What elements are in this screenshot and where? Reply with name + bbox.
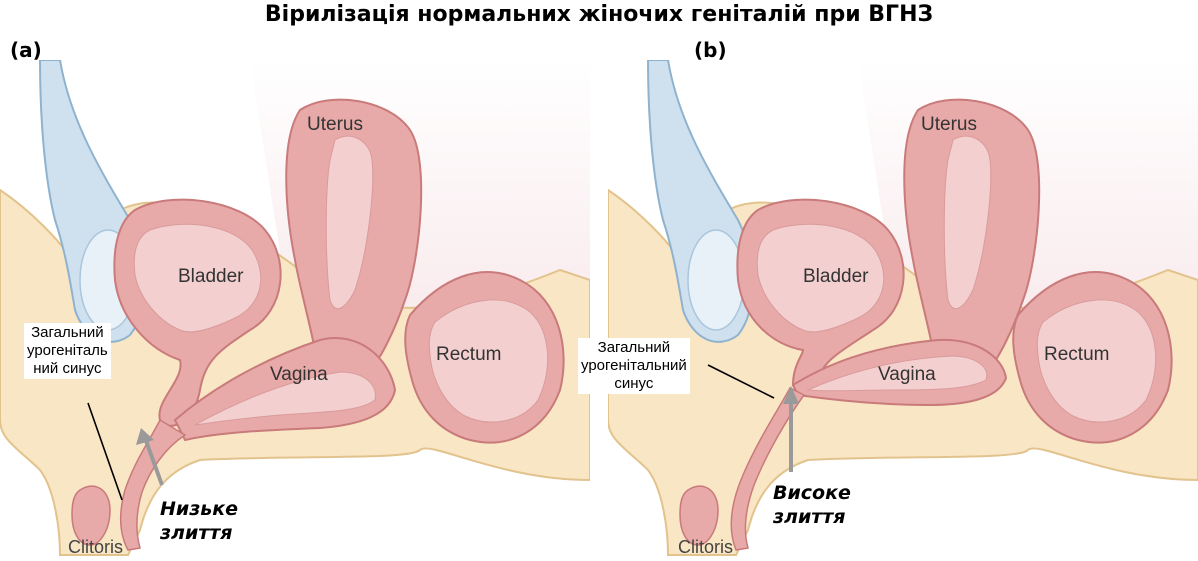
panel-a-letter: (a) — [10, 38, 42, 62]
label-bladder: Bladder — [803, 266, 869, 287]
sinus-label-a: Загальний урогеніталь ний синус — [24, 323, 111, 379]
sinus-label-a-line-1: Загальний — [27, 324, 108, 342]
panel-b-diagram: Uterus Bladder Vagina Rectum Clitoris — [608, 60, 1198, 561]
confluence-label-b: Високе злиття — [773, 481, 851, 529]
sinus-label-a-line-3: ний синус — [27, 360, 108, 378]
page-title: Вірилізація нормальних жіночих геніталій… — [0, 2, 1198, 27]
label-rectum: Rectum — [1044, 344, 1109, 365]
label-vagina: Vagina — [878, 364, 936, 385]
label-vagina: Vagina — [270, 364, 328, 385]
sinus-label-b-line-3: синус — [581, 375, 687, 393]
label-bladder: Bladder — [178, 266, 244, 287]
confluence-label-b-line-1: Високе — [773, 481, 851, 505]
confluence-label-a-line-1: Низьке — [160, 497, 238, 521]
sinus-label-b-line-1: Загальний — [581, 339, 687, 357]
label-uterus: Uterus — [921, 114, 977, 135]
sinus-label-a-line-2: урогеніталь — [27, 342, 108, 360]
label-clitoris: Clitoris — [68, 537, 123, 557]
label-uterus: Uterus — [307, 114, 363, 135]
sinus-label-b: Загальний урогенітальний синус — [578, 338, 690, 394]
confluence-label-a-line-2: злиття — [160, 521, 238, 545]
panel-b-letter: (b) — [694, 38, 727, 62]
confluence-label-a: Низьке злиття — [160, 497, 238, 545]
label-rectum: Rectum — [436, 344, 501, 365]
panel-a-diagram: Uterus Bladder Vagina Rectum Clitoris — [0, 60, 590, 561]
confluence-label-b-line-2: злиття — [773, 505, 851, 529]
label-clitoris: Clitoris — [678, 537, 733, 557]
sinus-label-b-line-2: урогенітальний — [581, 357, 687, 375]
